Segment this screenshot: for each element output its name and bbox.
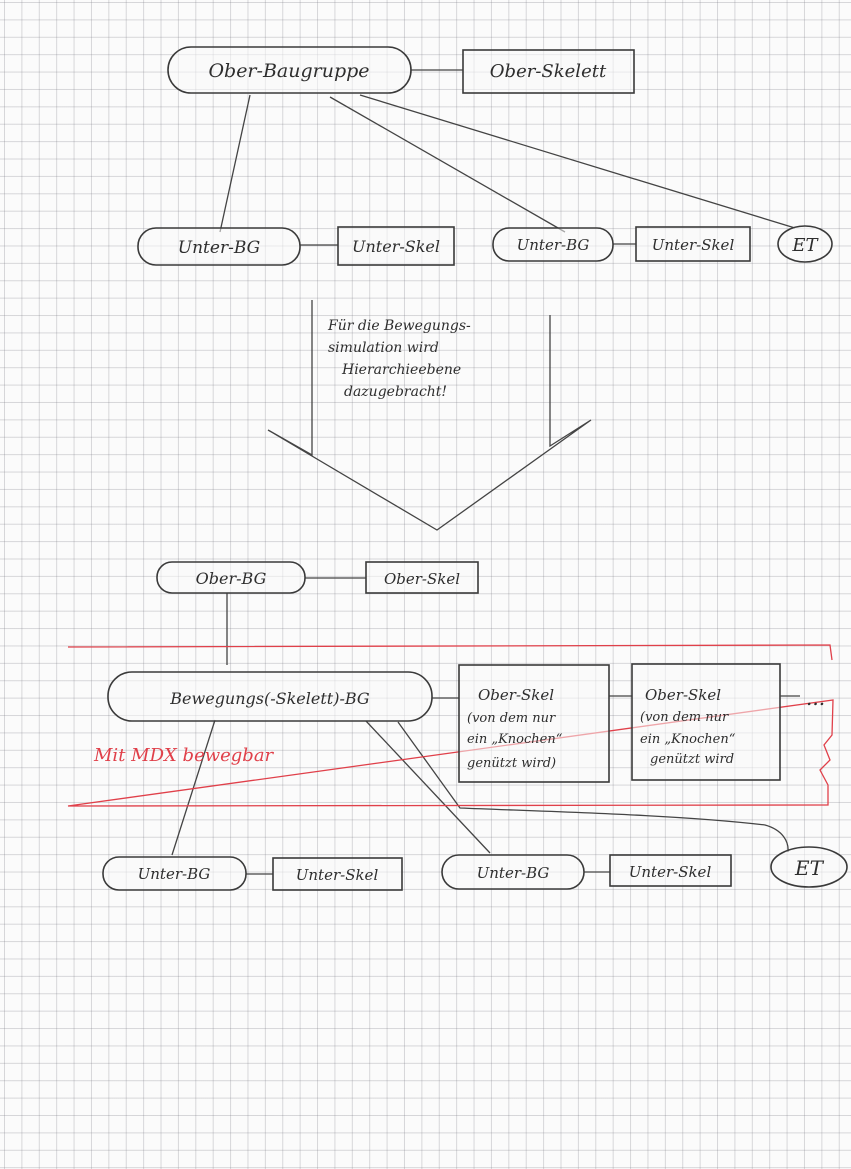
ober-skel-note-2-line-1: Ober-Skel bbox=[645, 686, 721, 704]
continuation-ellipsis: ... bbox=[806, 686, 825, 710]
unter-skel-bottom-right-node: Unter-Skel bbox=[609, 854, 732, 887]
unter-bg-left-label: Unter-BG bbox=[178, 238, 260, 258]
unter-skel-right-node: Unter-Skel bbox=[635, 226, 751, 262]
ober-skel-note-2-line-3: ein „Knochen“ bbox=[640, 732, 736, 747]
ober-skel-label: Ober-Skel bbox=[384, 570, 460, 588]
bewegungs-bg-node: Bewegungs(-Skelett)-BG bbox=[107, 671, 433, 722]
ober-skelett-label: Ober-Skelett bbox=[490, 61, 607, 82]
unter-bg-left-node: Unter-BG bbox=[137, 227, 301, 266]
unter-bg-right-node: Unter-BG bbox=[492, 227, 614, 262]
unter-bg-bottom-left-node: Unter-BG bbox=[102, 856, 247, 891]
et-bottom-node: ET bbox=[770, 846, 848, 888]
unter-bg-bottom-right-label: Unter-BG bbox=[477, 864, 550, 882]
ober-skel-note-1-line-2: (von dem nur bbox=[467, 711, 556, 726]
ober-baugruppe-node: Ober-Baugruppe bbox=[167, 46, 412, 94]
arrow-note-line-1: Für die Bewegungs- bbox=[327, 318, 471, 334]
ober-skel-note-1-line-4: genützt wird) bbox=[467, 756, 556, 771]
transform-arrow: Für die Bewegungs- simulation wird Hiera… bbox=[267, 300, 592, 531]
et-top-node: ET bbox=[777, 225, 833, 263]
ober-skelett-node: Ober-Skelett bbox=[462, 49, 635, 94]
top-connectors bbox=[219, 69, 796, 246]
ober-skel-note-2-line-4: genützt wird bbox=[650, 752, 734, 767]
unter-skel-right-label: Unter-Skel bbox=[652, 236, 735, 254]
unter-skel-left-label: Unter-Skel bbox=[352, 237, 440, 256]
ober-skel-note-box-2: Ober-Skel (von dem nur ein „Knochen“ gen… bbox=[631, 663, 781, 781]
mdx-label: Mit MDX bewegbar bbox=[93, 745, 275, 766]
unter-skel-bottom-right-label: Unter-Skel bbox=[629, 863, 712, 881]
unter-bg-bottom-right-node: Unter-BG bbox=[441, 854, 585, 890]
unter-bg-right-label: Unter-BG bbox=[517, 236, 590, 254]
ober-skel-note-box-1: Ober-Skel (von dem nur ein „Knochen“ gen… bbox=[458, 664, 610, 783]
bewegungs-bg-label: Bewegungs(-Skelett)-BG bbox=[169, 689, 370, 708]
ober-skel-note-1-line-3: ein „Knochen“ bbox=[467, 732, 563, 747]
ober-bg-node: Ober-BG bbox=[156, 561, 306, 594]
ober-skel-note-1-line-1: Ober-Skel bbox=[478, 686, 554, 704]
unter-skel-bottom-left-label: Unter-Skel bbox=[296, 866, 379, 884]
unter-skel-left-node: Unter-Skel bbox=[337, 226, 455, 266]
et-bottom-label: ET bbox=[794, 856, 825, 880]
ober-skel-note-2-line-2: (von dem nur bbox=[640, 710, 729, 725]
bottom-connectors bbox=[171, 577, 789, 875]
unter-bg-bottom-left-label: Unter-BG bbox=[138, 865, 211, 883]
arrow-note-line-4: dazugebracht! bbox=[344, 384, 447, 400]
ober-baugruppe-label: Ober-Baugruppe bbox=[208, 60, 369, 82]
arrow-note-line-2: simulation wird bbox=[328, 340, 439, 356]
ober-bg-label: Ober-BG bbox=[196, 569, 267, 588]
arrow-note: Für die Bewegungs- simulation wird Hiera… bbox=[327, 318, 471, 400]
et-top-label: ET bbox=[791, 235, 819, 256]
ober-skel-node: Ober-Skel bbox=[365, 561, 479, 594]
arrow-note-line-3: Hierarchieebene bbox=[341, 362, 461, 378]
unter-skel-bottom-left-node: Unter-Skel bbox=[272, 857, 403, 891]
mdx-region-outline bbox=[67, 644, 834, 807]
